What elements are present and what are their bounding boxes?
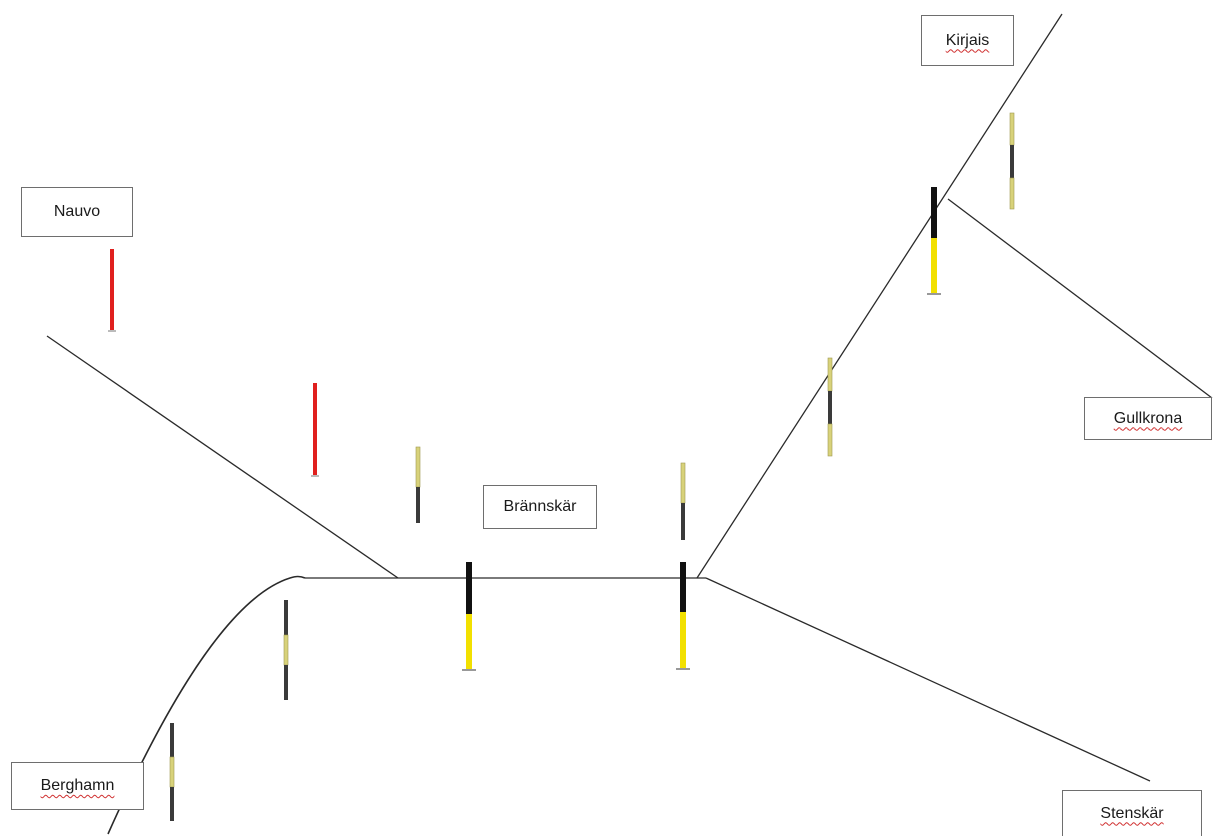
black-yellow-pole-3 [927,187,941,295]
place-name-nauvo: Nauvo [53,203,101,220]
place-name-kirjais: Kirjais [945,31,990,49]
place-label-berghamn: Berghamn [11,762,144,810]
place-label-gullkrona: Gullkrona [1084,397,1212,440]
route-stenskar [705,577,1151,782]
yellow-black-pole-2 [680,462,686,540]
place-name-berghamn: Berghamn [40,777,115,794]
place-label-kirjais: Kirjais [921,15,1014,66]
black-yellow-black-pole-1 [283,600,289,700]
route-nauvo [46,335,399,579]
place-label-stenskar: Stenskär [1062,790,1202,836]
red-pole-1 [108,249,116,332]
place-name-gullkrona: Gullkrona [1113,409,1183,427]
route-lines [46,13,1213,835]
black-yellow-pole-1 [462,562,476,671]
place-label-nauvo: Nauvo [21,187,133,237]
yellow-black-pole-1 [415,446,421,523]
black-yellow-pole-2 [676,562,690,670]
route-gullkrona [947,198,1213,399]
black-yellow-black-pole-2 [169,723,175,821]
place-label-brannskar: Brännskär [483,485,597,529]
place-name-brannskar: Brännskär [503,498,577,515]
yellow-black-yellow-pole-1 [827,357,833,457]
red-pole-2 [311,383,319,477]
place-name-stenskar: Stenskär [1100,804,1164,822]
route-kirjais [696,13,1063,579]
yellow-black-yellow-pole-2 [1009,112,1015,210]
